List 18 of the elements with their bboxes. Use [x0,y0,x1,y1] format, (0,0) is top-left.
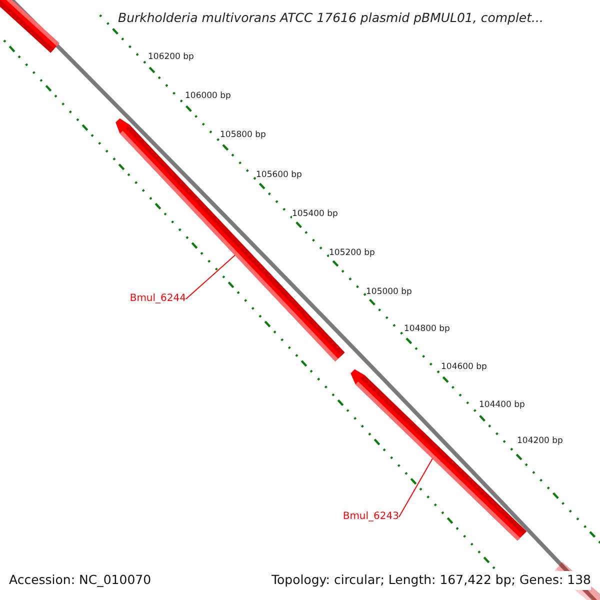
gene-feature [0,0,60,53]
leader-line [398,458,433,518]
info-text: Topology: circular; Length: 167,422 bp; Genes: 138 [272,571,591,590]
map-title: Burkholderia multivorans ATCC 17616 plasmid pBMUL01, complet... [118,9,544,27]
leader-line [186,254,236,300]
position-label: 104400 bp [479,400,525,411]
position-label: 104800 bp [404,324,450,335]
position-label: 105000 bp [366,287,412,298]
position-label: 106000 bp [185,91,231,102]
position-label: 105800 bp [220,130,266,141]
position-label: 105600 bp [256,170,302,181]
gene-label: Bmul_6244 [100,292,186,306]
position-label: 104600 bp [441,362,487,373]
position-label: 106200 bp [148,52,194,63]
position-label: 105200 bp [329,248,375,259]
position-label: 105400 bp [292,209,338,220]
position-label: 104200 bp [517,436,563,447]
gene-label: Bmul_6243 [313,510,399,524]
